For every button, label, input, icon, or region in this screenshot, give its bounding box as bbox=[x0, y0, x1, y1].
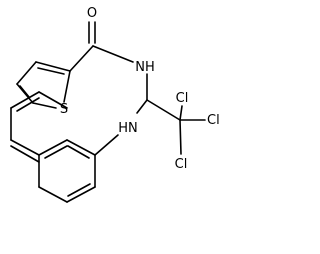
bond bbox=[146, 99, 181, 121]
atom-amine-nitrogen: HN bbox=[118, 121, 138, 136]
double-bond-inner bbox=[67, 145, 90, 159]
bond bbox=[38, 91, 68, 109]
carbonyl-group bbox=[69, 21, 134, 72]
bond bbox=[38, 139, 68, 156]
atom-sulfur: S bbox=[60, 102, 68, 117]
double-bond-inner bbox=[16, 97, 40, 112]
bond bbox=[10, 139, 40, 156]
double-bond-inner bbox=[19, 85, 30, 98]
atom-chlorine: Cl bbox=[175, 157, 188, 172]
atom-chlorine: Cl bbox=[207, 113, 220, 128]
atom-chlorine: Cl bbox=[176, 91, 189, 106]
trichloroethyl-group bbox=[136, 73, 206, 155]
double-bond-inner bbox=[44, 145, 68, 159]
bond bbox=[16, 61, 37, 85]
naphthalene-rings bbox=[10, 91, 96, 203]
bond bbox=[63, 70, 71, 103]
bond bbox=[136, 99, 148, 114]
bond bbox=[38, 186, 68, 203]
atom-oxygen: O bbox=[87, 6, 97, 21]
molecule-drawing: O S NH HN Cl Cl Cl bbox=[10, 6, 220, 203]
double-bond-inner bbox=[37, 67, 65, 75]
bond bbox=[179, 105, 183, 121]
structure-diagram: O S NH HN Cl Cl Cl bbox=[10, 6, 220, 203]
bond bbox=[179, 119, 182, 155]
atom-amide-nitrogen: NH bbox=[135, 60, 155, 75]
bond bbox=[66, 186, 96, 203]
bond bbox=[32, 102, 57, 109]
bond bbox=[92, 45, 134, 63]
thiophene-ring bbox=[16, 61, 71, 109]
bond bbox=[10, 91, 40, 109]
bond bbox=[35, 61, 71, 72]
bond bbox=[69, 45, 94, 72]
double-bond-inner bbox=[10, 145, 40, 163]
bond bbox=[94, 134, 119, 156]
bond bbox=[16, 83, 34, 104]
double-bond-inner bbox=[67, 183, 91, 197]
bond bbox=[66, 139, 96, 156]
